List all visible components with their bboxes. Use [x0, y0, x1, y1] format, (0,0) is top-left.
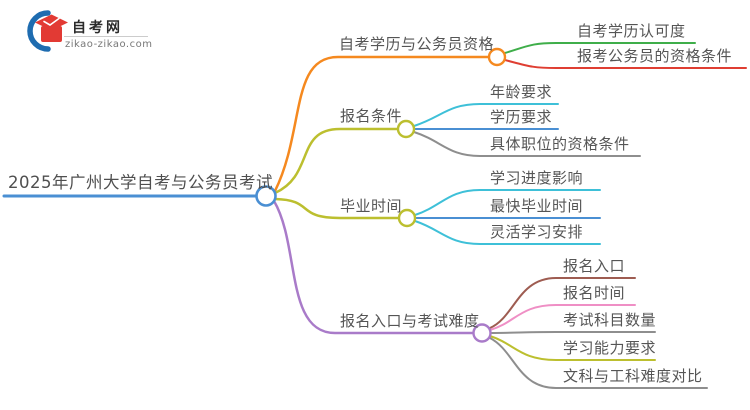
- branch-3-child-3-label[interactable]: 学习能力要求: [563, 339, 657, 357]
- branch-0-label[interactable]: 自考学历与公务员资格: [339, 35, 495, 53]
- branch-3-child-3-connector: [489, 335, 656, 361]
- branch-0-connector: [273, 55, 491, 193]
- branch-3-child-4-label[interactable]: 文科与工科难度对比: [563, 367, 703, 385]
- branch-3-child-0-connector: [489, 277, 636, 329]
- branch-2-connector: [273, 197, 401, 220]
- branch-1-node-circle[interactable]: [396, 119, 416, 139]
- branch-1-label[interactable]: 报名条件: [340, 107, 403, 125]
- branch-0-node-circle[interactable]: [487, 47, 507, 67]
- branch-1-child-0-connector: [413, 103, 559, 127]
- root-node-circle[interactable]: [255, 185, 277, 207]
- logo-subtitle: zikao-zikao.com: [65, 39, 153, 50]
- branch-3-child-2-connector: [489, 331, 656, 334]
- logo-title: 自考网: [72, 20, 123, 36]
- branch-3-node-circle[interactable]: [472, 323, 492, 343]
- branch-0-child-1-connector: [504, 59, 747, 69]
- branch-1-child-1-label[interactable]: 学历要求: [490, 108, 553, 126]
- branch-2-label[interactable]: 毕业时间: [340, 197, 403, 215]
- branch-2-child-0-label[interactable]: 学习进度影响: [490, 169, 584, 187]
- branch-1-child-2-connector: [413, 131, 641, 157]
- branch-1-connector: [273, 127, 400, 195]
- branch-0-child-0-label[interactable]: 自考学历认可度: [577, 22, 686, 40]
- branch-2-child-1-label[interactable]: 最快毕业时间: [490, 197, 584, 215]
- branch-1-child-0-label[interactable]: 年龄要求: [490, 83, 553, 101]
- branch-3-child-1-connector: [489, 304, 636, 331]
- branch-2-node-circle[interactable]: [397, 208, 417, 228]
- branch-2-child-2-label[interactable]: 灵活学习安排: [490, 223, 584, 241]
- branch-1-child-2-label[interactable]: 具体职位的资格条件: [490, 135, 630, 153]
- branch-3-child-1-label[interactable]: 报名时间: [563, 284, 626, 302]
- root-topic-label[interactable]: 2025年广州大学自考与公务员考试: [8, 173, 273, 192]
- site-logo: 自考网 zikao-zikao.com: [22, 6, 172, 58]
- branch-0-child-1-label[interactable]: 报考公务员的资格条件: [577, 47, 733, 65]
- branch-0-child-0-connector: [504, 42, 696, 54]
- branch-3-connector: [272, 199, 476, 335]
- branch-3-child-4-connector: [489, 337, 708, 389]
- branch-3-label[interactable]: 报名入口与考试难度: [340, 312, 480, 330]
- logo-divider: [64, 36, 148, 37]
- branch-3-child-2-label[interactable]: 考试科目数量: [563, 311, 657, 329]
- graduation-cap-icon: [27, 10, 68, 52]
- branch-2-child-0-connector: [414, 189, 601, 216]
- branch-3-child-0-label[interactable]: 报名入口: [563, 257, 626, 275]
- branch-2-child-2-connector: [414, 220, 601, 245]
